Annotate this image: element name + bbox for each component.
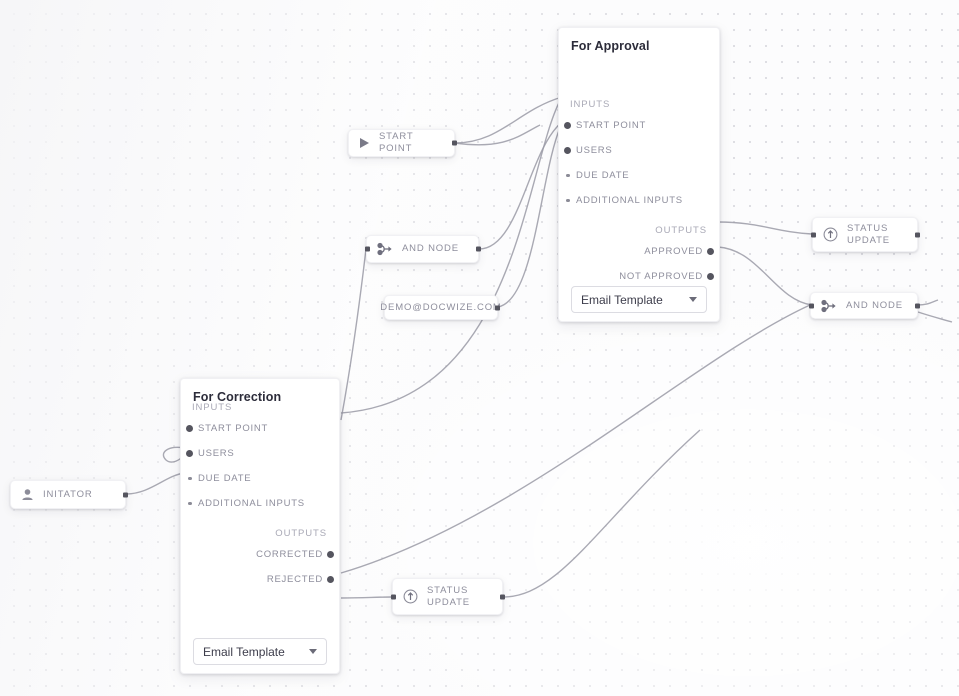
input-port-additional-inputs[interactable]: ADDITIONAL INPUTS (181, 491, 339, 516)
port-dot (564, 147, 571, 154)
edge-approved-to-status-top (717, 221, 813, 235)
input-port-users[interactable]: USERS (181, 441, 339, 466)
port-dot (186, 425, 193, 432)
node-label: AND NODE (402, 243, 459, 255)
input-port-additional-inputs[interactable]: ADDITIONAL INPUTS (559, 188, 719, 213)
output-port-approved[interactable]: APPROVED (559, 239, 719, 264)
edge-andnode-right-out (917, 299, 939, 306)
person-icon (21, 488, 34, 501)
port-dot (566, 173, 570, 178)
email-template-select[interactable]: Email Template (571, 286, 707, 313)
input-port-label: ADDITIONAL INPUTS (198, 498, 305, 509)
email-template-select[interactable]: Email Template (193, 638, 327, 665)
edge-into-andnode-left (340, 248, 367, 421)
output-nub[interactable] (499, 594, 505, 599)
input-port-users[interactable]: USERS (559, 138, 719, 163)
outputs-section-label: OUTPUTS (275, 528, 327, 539)
email-template-value: Email Template (581, 292, 663, 307)
output-port-label: NOT APPROVED (619, 271, 703, 282)
email-template-value: Email Template (203, 644, 285, 659)
port-dot (186, 450, 193, 457)
chevron-down-icon (689, 297, 697, 302)
port-dot (188, 501, 192, 506)
edge-andnode-right-out-2 (917, 311, 953, 323)
node-start-point[interactable]: START POINT (348, 129, 457, 157)
input-nub[interactable] (808, 303, 814, 308)
chevron-down-icon (309, 649, 317, 654)
node-panel-for-correction[interactable]: For Correction INPUTS START POINT USERS … (180, 378, 340, 674)
edge-andnode-to-approval-users (478, 121, 563, 250)
port-dot (707, 248, 714, 255)
input-port-label: START POINT (576, 120, 647, 131)
input-port-label: DUE DATE (198, 473, 252, 484)
input-nub[interactable] (364, 246, 370, 252)
edge-initiator-to-correction-users (125, 472, 185, 495)
node-panel-for-approval[interactable]: For Approval INPUTS START POINT USERS DU… (558, 27, 720, 322)
inputs-section-label: INPUTS (570, 99, 611, 110)
output-nub[interactable] (914, 303, 920, 308)
port-dot (564, 122, 571, 129)
input-port-due-date[interactable]: DUE DATE (181, 466, 339, 491)
port-dot (327, 551, 334, 558)
output-nub[interactable] (122, 492, 128, 497)
node-label: AND NODE (846, 299, 903, 311)
output-nub[interactable] (494, 305, 500, 310)
node-label: INITATOR (43, 488, 93, 500)
panel-title: For Approval (571, 39, 650, 53)
output-port-label: APPROVED (644, 246, 703, 257)
inputs-section-label: INPUTS (192, 402, 233, 413)
play-icon (359, 137, 370, 149)
input-port-label: ADDITIONAL INPUTS (576, 195, 683, 206)
edge-corrected-to-andnode-right (340, 304, 811, 574)
node-and-node-left[interactable]: AND NODE (364, 235, 481, 263)
merge-icon (821, 299, 837, 313)
edge-startpoint-to-approval-users (454, 124, 541, 146)
outputs-section-label: OUTPUTS (655, 225, 707, 236)
input-port-start-point[interactable]: START POINT (559, 113, 719, 138)
arrow-up-circle-icon (403, 589, 418, 604)
edge-notapproved-to-andnode-right (717, 246, 813, 306)
input-port-start-point[interactable]: START POINT (181, 416, 339, 441)
node-label: STATUS UPDATE (847, 222, 890, 246)
port-dot (566, 198, 570, 203)
output-nub[interactable] (451, 140, 457, 146)
merge-icon (377, 242, 393, 256)
input-port-label: START POINT (198, 423, 269, 434)
output-nub[interactable] (914, 232, 920, 237)
input-port-label: USERS (198, 448, 235, 459)
output-nub[interactable] (475, 246, 481, 252)
input-port-label: USERS (576, 145, 613, 156)
output-port-rejected[interactable]: REJECTED (181, 567, 339, 592)
node-initiator[interactable]: INITATOR (10, 480, 128, 509)
output-port-not-approved[interactable]: NOT APPROVED (559, 264, 719, 289)
node-status-update-top[interactable]: STATUS UPDATE (810, 217, 920, 252)
node-email-recipient[interactable]: DEMO@DOCWIZE.COM (380, 295, 501, 320)
edge-email-to-approval (497, 122, 563, 308)
panel-title: For Correction (193, 390, 282, 404)
input-port-due-date[interactable]: DUE DATE (559, 163, 719, 188)
arrow-up-circle-icon (823, 227, 838, 242)
input-nub[interactable] (810, 232, 816, 237)
output-port-label: CORRECTED (256, 549, 323, 560)
edge-startpoint-to-approval-start (454, 96, 563, 144)
node-and-node-right[interactable]: AND NODE (808, 292, 920, 319)
output-port-corrected[interactable]: CORRECTED (181, 542, 339, 567)
node-label: DEMO@DOCWIZE.COM (380, 301, 502, 313)
port-dot (327, 576, 334, 583)
edge-rejected-to-status-bottom (340, 596, 393, 599)
port-dot (188, 476, 192, 481)
output-port-label: REJECTED (266, 574, 323, 585)
node-label: STATUS UPDATE (427, 584, 470, 608)
node-label: START POINT (379, 131, 414, 154)
input-nub[interactable] (390, 594, 396, 599)
input-port-label: DUE DATE (576, 170, 630, 181)
port-dot (707, 273, 714, 280)
node-status-update-bottom[interactable]: STATUS UPDATE (390, 578, 505, 615)
edge-status-bottom-out (502, 429, 701, 598)
